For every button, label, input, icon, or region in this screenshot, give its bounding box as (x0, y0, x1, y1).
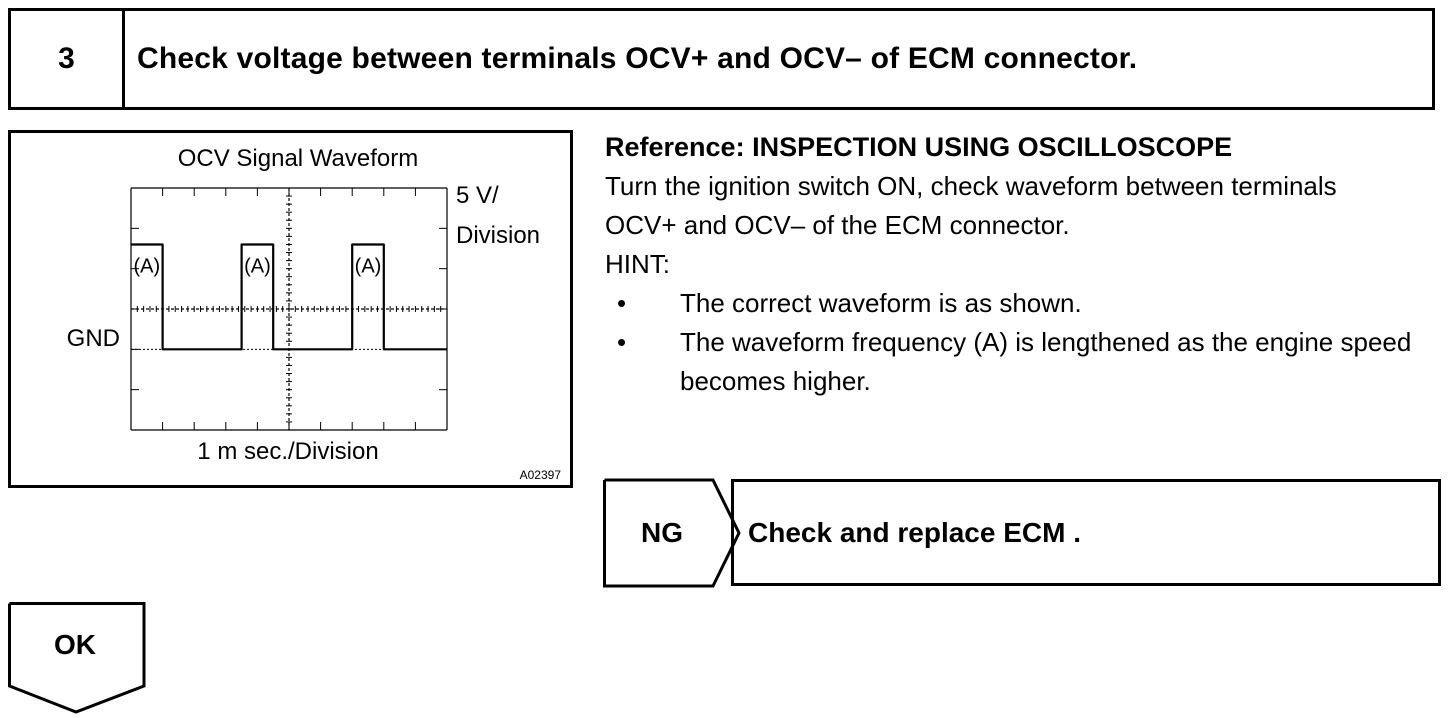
pulse-label: (A) (133, 255, 160, 277)
ok-label: OK (54, 629, 96, 660)
hint-text: The waveform frequency (A) is lengthened… (680, 327, 1412, 396)
ng-action-box: Check and replace ECM . (731, 479, 1441, 586)
pulse-label: (A) (244, 255, 271, 277)
hint-label: HINT: (605, 249, 670, 279)
hint-text: The correct waveform is as shown. (680, 288, 1082, 318)
hint-list: • The correct waveform is as shown. • Th… (605, 284, 1450, 401)
time-per-division-label: 1 m sec./Division (197, 438, 378, 465)
figure-code: A02397 (520, 468, 562, 482)
reference-text-line-2: OCV+ and OCV– of the ECM connector. (605, 210, 1070, 240)
volts-per-division-label: 5 V/ (456, 182, 499, 209)
ng-result-tag: NG (603, 478, 741, 588)
reference-title: Reference: INSPECTION USING OSCILLOSCOPE (605, 132, 1233, 162)
bullet-icon: • (617, 327, 627, 357)
pulse-labels: (A) (A) (A) (133, 255, 381, 277)
waveform-chart: OCV Signal Waveform (A) (A) (A) 5 V/ Divis… (67, 145, 562, 482)
hint-item: • The waveform frequency (A) is lengthen… (605, 323, 1450, 401)
bullet-icon: • (617, 288, 627, 318)
step-number: 3 (11, 11, 125, 107)
gnd-label: GND (67, 325, 120, 352)
volts-per-division-label-2: Division (456, 222, 540, 249)
pulse-label: (A) (355, 255, 382, 277)
hint-item: • The correct waveform is as shown. (605, 284, 1450, 323)
reference-section: Reference: INSPECTION USING OSCILLOSCOPE… (605, 128, 1450, 401)
step-header: 3 Check voltage between terminals OCV+ a… (8, 8, 1435, 110)
oscilloscope-grid (130, 187, 448, 431)
step-title: Check voltage between terminals OCV+ and… (137, 42, 1138, 75)
ng-label: NG (641, 517, 683, 548)
waveform-figure: OCV Signal Waveform (A) (A) (A) 5 V/ Divis… (8, 130, 573, 488)
ok-result-tag: OK (8, 602, 148, 714)
reference-text-line-1: Turn the ignition switch ON, check wavef… (605, 171, 1337, 201)
waveform-line (131, 243, 447, 351)
ng-arrow-shape (603, 478, 741, 588)
waveform-trace (131, 243, 447, 351)
figure-title: OCV Signal Waveform (178, 145, 419, 172)
ok-arrow-shape (8, 602, 146, 714)
